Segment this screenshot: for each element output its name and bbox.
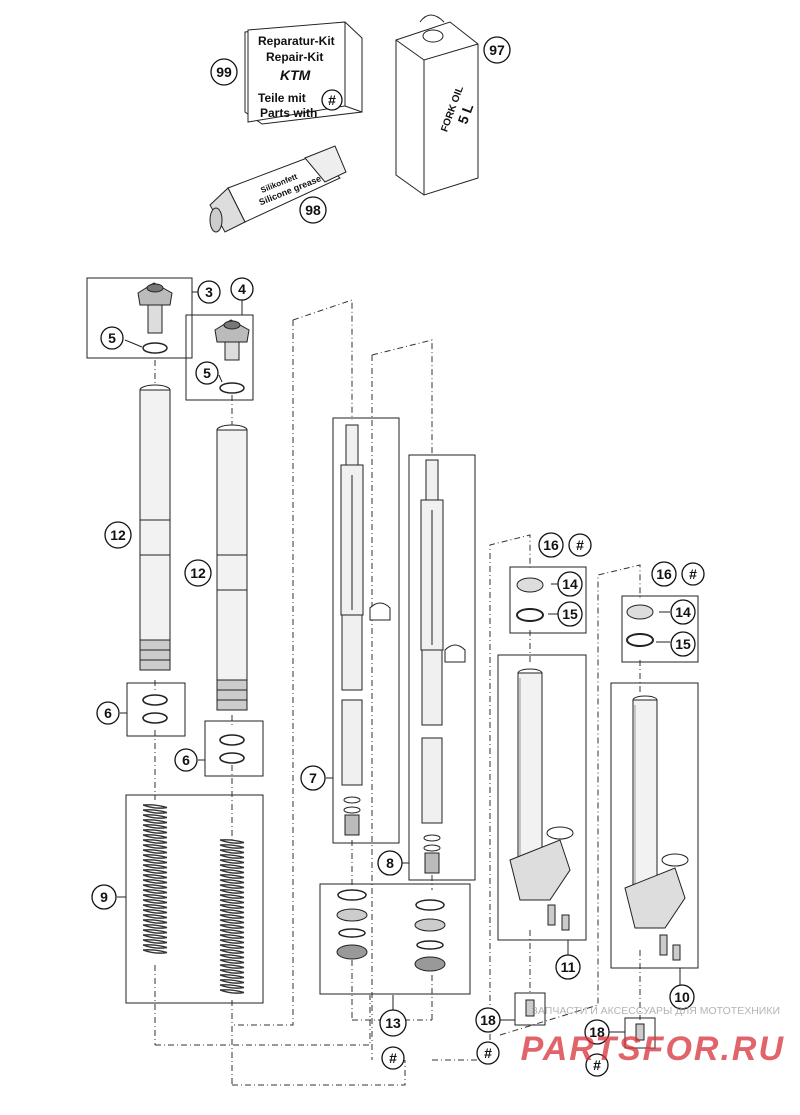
repair-kit-line4: Parts with bbox=[260, 106, 317, 120]
callout-16b: 16 bbox=[651, 561, 677, 587]
repair-kit-hash: # bbox=[328, 92, 336, 108]
svg-text:13: 13 bbox=[385, 1015, 401, 1031]
callout-15a: 15 bbox=[557, 601, 583, 627]
cartridge-7 bbox=[340, 424, 391, 836]
svg-text:14: 14 bbox=[675, 604, 691, 620]
callout-10: 10 bbox=[669, 984, 695, 1010]
svg-text:#: # bbox=[689, 566, 697, 582]
callout-4: 4 bbox=[230, 277, 254, 301]
svg-text:12: 12 bbox=[110, 527, 126, 543]
svg-text:11: 11 bbox=[561, 959, 576, 975]
fork-cap-3 bbox=[137, 282, 173, 334]
watermark-logo: PARTSFOR.RU bbox=[521, 1030, 785, 1068]
cartridge-8 bbox=[420, 459, 466, 874]
svg-text:3: 3 bbox=[205, 284, 213, 300]
callout-11: 11 bbox=[555, 954, 581, 980]
callout-8: 8 bbox=[377, 850, 403, 876]
svg-text:18: 18 bbox=[589, 1024, 605, 1040]
callout-97: 97 bbox=[483, 36, 511, 64]
inner-tube-11 bbox=[509, 668, 574, 931]
repair-kit-line3: Teile mit bbox=[258, 91, 306, 105]
svg-text:7: 7 bbox=[309, 770, 317, 786]
outer-tube-right bbox=[216, 424, 248, 711]
callout-3: 3 bbox=[197, 280, 221, 304]
callout-6a: 6 bbox=[96, 701, 120, 725]
callout-5a: 5 bbox=[100, 326, 124, 350]
fork-oil-can: FORK OIL 5 L bbox=[395, 14, 479, 196]
ktm-logo: KTM bbox=[280, 67, 311, 83]
watermark: ЗАПЧАСТИ И АКСЕССУАРЫ ДЛЯ МОТОТЕХНИКИ PA… bbox=[521, 1005, 785, 1068]
fork-cap-4 bbox=[214, 319, 250, 361]
callout-hash-16b: # bbox=[681, 562, 705, 586]
svg-text:#: # bbox=[389, 1050, 397, 1066]
callout-14b: 14 bbox=[670, 599, 696, 625]
silicone-grease-tube: Silikonfett Silicone grease bbox=[209, 145, 347, 233]
watermark-tagline: ЗАПЧАСТИ И АКСЕССУАРЫ ДЛЯ МОТОТЕХНИКИ bbox=[532, 1005, 780, 1017]
svg-text:97: 97 bbox=[489, 42, 505, 58]
callout-18a: 18 bbox=[475, 1007, 501, 1033]
callout-9: 9 bbox=[91, 884, 117, 910]
svg-text:4: 4 bbox=[238, 281, 246, 297]
svg-text:5: 5 bbox=[203, 365, 211, 381]
svg-text:9: 9 bbox=[100, 889, 108, 905]
seal-kit-13 bbox=[336, 889, 446, 972]
svg-text:6: 6 bbox=[104, 705, 112, 721]
svg-text:15: 15 bbox=[562, 606, 578, 622]
svg-text:99: 99 bbox=[216, 64, 232, 80]
callout-hash-18b: # bbox=[585, 1053, 609, 1077]
svg-text:12: 12 bbox=[190, 565, 206, 581]
svg-text:15: 15 bbox=[675, 636, 691, 652]
svg-text:#: # bbox=[576, 537, 584, 553]
callout-hash-16a: # bbox=[568, 533, 592, 557]
callout-15b: 15 bbox=[670, 631, 696, 657]
assembly-lines bbox=[154, 299, 641, 1086]
svg-text:8: 8 bbox=[386, 855, 394, 871]
svg-text:10: 10 bbox=[674, 989, 690, 1005]
bushings-14-15 bbox=[516, 577, 654, 647]
svg-text:18: 18 bbox=[480, 1012, 496, 1028]
callouts: 99 97 98 3 4 5 5 12 12 6 6 9 7 8 13 # 16… bbox=[91, 36, 705, 1077]
callout-98: 98 bbox=[299, 196, 327, 224]
washers-6 bbox=[142, 694, 245, 764]
svg-text:#: # bbox=[593, 1057, 601, 1073]
svg-text:16: 16 bbox=[656, 566, 672, 582]
callout-99: 99 bbox=[210, 58, 238, 86]
callout-hash-13: # bbox=[381, 1046, 405, 1070]
repair-kit-box: Reparatur-Kit Repair-Kit KTM Teile mit P… bbox=[244, 21, 363, 125]
callout-16a: 16 bbox=[538, 532, 564, 558]
callout-13: 13 bbox=[379, 1009, 407, 1037]
svg-text:6: 6 bbox=[182, 752, 190, 768]
callout-5b: 5 bbox=[195, 361, 219, 385]
o-rings-5 bbox=[142, 342, 245, 394]
inner-tube-10 bbox=[624, 695, 689, 961]
callout-12b: 12 bbox=[184, 559, 212, 587]
outer-tube-left bbox=[139, 384, 171, 671]
callout-6b: 6 bbox=[174, 748, 198, 772]
oil-can-line2: 5 L bbox=[454, 101, 476, 126]
repair-kit-line2: Repair-Kit bbox=[266, 50, 323, 64]
callout-7: 7 bbox=[300, 765, 326, 791]
callout-18b: 18 bbox=[584, 1019, 610, 1045]
svg-text:14: 14 bbox=[562, 576, 578, 592]
callout-12a: 12 bbox=[104, 521, 132, 549]
repair-kit-line1: Reparatur-Kit bbox=[258, 34, 335, 48]
svg-text:#: # bbox=[484, 1045, 492, 1061]
callout-14a: 14 bbox=[557, 571, 583, 597]
fork-springs-9 bbox=[142, 804, 245, 994]
bleeder-screws-18 bbox=[514, 992, 656, 1049]
callout-hash-18a: # bbox=[476, 1041, 500, 1065]
group-frames bbox=[86, 277, 699, 1004]
svg-text:98: 98 bbox=[305, 202, 321, 218]
svg-text:16: 16 bbox=[543, 537, 559, 553]
svg-text:5: 5 bbox=[108, 330, 116, 346]
